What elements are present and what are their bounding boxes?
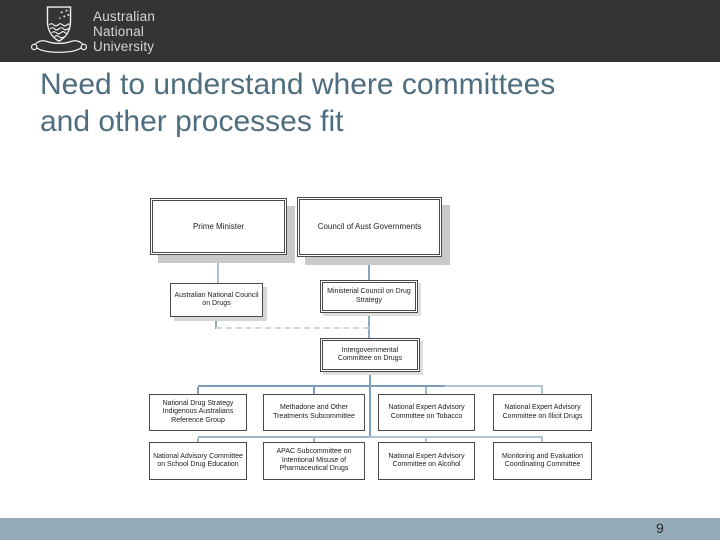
node-label: Australian National Council on Drugs (174, 291, 259, 308)
node-australian-national-council-on-drugs: Australian National Council on Drugs (170, 283, 263, 317)
node-national-expert-advisory-committee-on-alcohol: National Expert Advisory Committee on Al… (378, 442, 475, 480)
slide-title: Need to understand where committees and … (40, 66, 555, 140)
node-national-advisory-committee-on-school-drug-education: National Advisory Committee on School Dr… (149, 442, 247, 480)
connector-bus2-left (198, 436, 370, 438)
connector-bus1-bus2 (369, 387, 371, 437)
footer-bar (0, 518, 720, 540)
connector-drop-apac (313, 438, 315, 443)
node-council-of-aust-governments: Council of Aust Governments (297, 197, 442, 257)
node-apac-subcommittee-on-intentional-misuse-of-pharmaceutical-drugs: APAC Subcommittee on Intentional Misuse … (263, 442, 365, 480)
slide-title-line-1: Need to understand where committees (40, 68, 556, 101)
node-ministerial-council-on-drug-strategy: Ministerial Council on Drug Strategy (320, 280, 418, 313)
node-icd-inner: Intergovernmental Committee on Drugs (322, 340, 418, 370)
connector-mcds-icd (368, 313, 370, 338)
connector-drop-nacsde (197, 438, 199, 443)
node-prime-minister-inner: Prime Minister (152, 200, 285, 253)
university-name: Australian National University (93, 9, 155, 54)
node-label: National Expert Advisory Committee on Il… (502, 404, 583, 420)
university-name-line-3: University (93, 39, 155, 54)
header-bar: Australian National University (0, 0, 720, 62)
university-name-line-2: National (93, 24, 145, 39)
connector-drop-ndsiarg (197, 387, 199, 394)
node-prime-minister: Prime Minister (150, 198, 287, 255)
node-coag-inner: Council of Aust Governments (299, 199, 440, 255)
connector-coag-mcds (368, 257, 370, 280)
node-methadone-and-other-treatments-subcommittee: Methadone and Other Treatments Subcommit… (263, 394, 365, 431)
connector-icd-bus (369, 372, 371, 386)
connector-drop-neaca (425, 438, 427, 443)
node-national-drug-strategy-indigenous-australians-reference-group: National Drug Strategy Indigenous Austra… (149, 394, 247, 431)
node-label: National Expert Advisory Committee on To… (388, 404, 465, 420)
connector-pm-ancd (217, 255, 219, 283)
node-intergovernmental-committee-on-drugs: Intergovernmental Committee on Drugs (320, 338, 420, 372)
connector-ancd-dashed-horizontal (216, 327, 369, 329)
node-label: Ministerial Council on Drug Strategy (327, 288, 411, 304)
node-label: Prime Minister (192, 221, 245, 231)
node-label: National Drug Strategy Indigenous Austra… (162, 399, 234, 424)
connector-bus1-left (198, 385, 445, 387)
node-label: Council of Aust Governments (317, 222, 422, 231)
node-label: National Advisory Committee on School Dr… (153, 452, 243, 469)
node-monitoring-and-evaluation-coordinating-committee: Monitoring and Evaluation Coordinating C… (493, 442, 592, 480)
node-label: Intergovernmental Committee on Drugs (337, 346, 403, 363)
node-national-expert-advisory-committee-on-illicit-drugs: National Expert Advisory Committee on Il… (493, 394, 592, 431)
connector-drop-mots (313, 387, 315, 394)
connector-drop-neacid (541, 387, 543, 394)
connector-drop-mecc (541, 438, 543, 443)
node-label: APAC Subcommittee on Intentional Misuse … (276, 448, 352, 473)
connector-drop-neact (425, 387, 427, 394)
connector-bus2-right (370, 436, 543, 438)
anu-crest-icon (30, 6, 88, 53)
university-name-line-1: Australian (93, 9, 156, 24)
connector-ancd-dashed-vertical (215, 317, 217, 329)
connector-bus1-right (445, 385, 543, 387)
slide-title-line-2: and other processes fit (40, 105, 344, 138)
node-national-expert-advisory-committee-on-tobacco: National Expert Advisory Committee on To… (378, 394, 475, 431)
node-label: National Expert Advisory Committee on Al… (388, 452, 465, 469)
node-label: Methadone and Other Treatments Subcommit… (273, 404, 355, 420)
node-mcds-inner: Ministerial Council on Drug Strategy (322, 282, 416, 311)
node-label: Monitoring and Evaluation Coordinating C… (502, 452, 583, 469)
page-number: 9 (656, 520, 664, 536)
